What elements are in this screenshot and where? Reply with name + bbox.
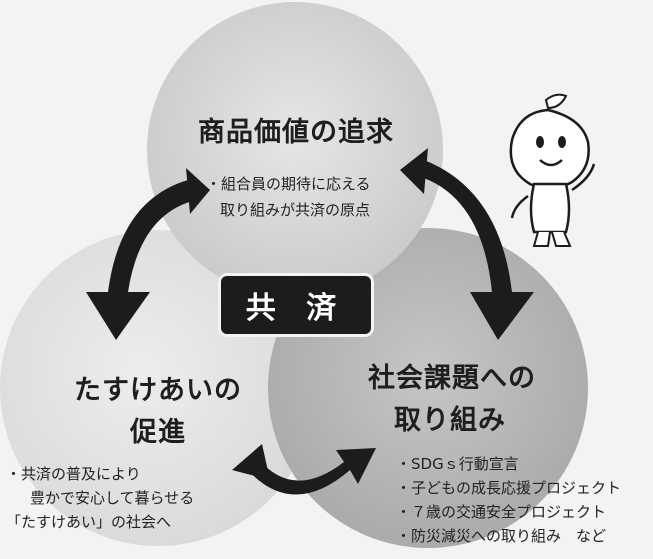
right-circle-title-line1: 社会課題への bbox=[368, 363, 536, 394]
left-circle-title-line1: たすけあいの bbox=[74, 375, 242, 406]
right-circle-note-2: ・子どもの成長応援プロジェクト bbox=[396, 479, 622, 497]
water-drop-mascot-icon bbox=[509, 93, 596, 247]
circle-top bbox=[147, 2, 443, 298]
right-circle-title-line2: 取り組み bbox=[394, 405, 506, 436]
left-circle-title-line2: 促進 bbox=[130, 417, 186, 448]
top-circle-note-2: 取り組みが共済の原点 bbox=[220, 201, 371, 219]
center-label: 共 済 bbox=[221, 276, 371, 334]
left-circle-note-3: 「たすけあい」の社会へ bbox=[6, 513, 172, 531]
right-circle-note-4: ・防災減災への取り組み など bbox=[396, 527, 607, 545]
left-circle-note-2: 豊かで安心して暮らせる bbox=[30, 489, 195, 507]
arrow-top-right bbox=[400, 148, 534, 340]
arrow-bottom bbox=[232, 444, 376, 495]
right-circle-note-3: ・７歳の交通安全プロジェクト bbox=[396, 503, 607, 521]
top-circle-note-1: ・組合員の期待に応える bbox=[206, 175, 371, 193]
arrow-top-left bbox=[86, 168, 210, 340]
top-circle-title: 商品価値の追求 bbox=[198, 117, 394, 148]
left-circle-note-1: ・共済の普及により bbox=[6, 465, 141, 483]
right-circle-note-1: ・SDGｓ行動宣言 bbox=[396, 455, 519, 473]
